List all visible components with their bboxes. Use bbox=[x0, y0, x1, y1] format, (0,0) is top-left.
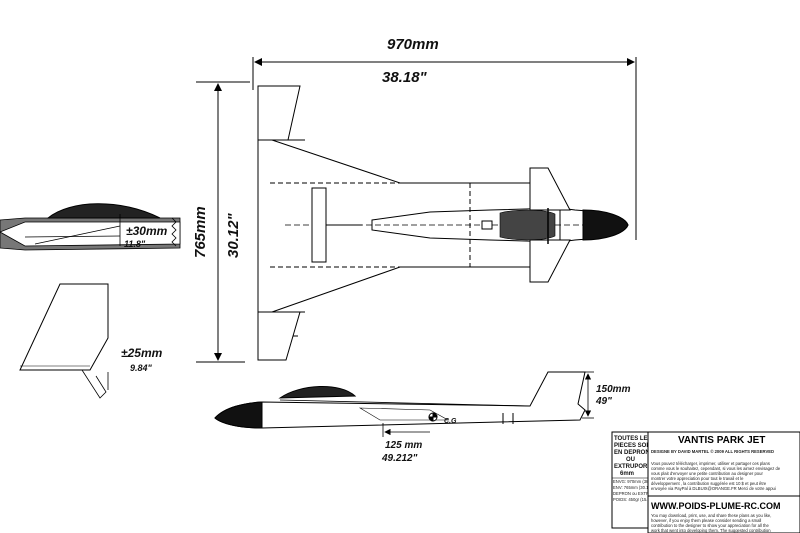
title-block: VANTIS PARK JET DESIGNE BY DAVID MARTEL … bbox=[647, 431, 800, 533]
fr-line-2: comme vous le souhaitez, cependant, si v… bbox=[651, 466, 781, 471]
note-line-2: PIECES SONT bbox=[614, 443, 655, 449]
en-line-4: work that went into developing them. The… bbox=[651, 528, 771, 533]
fin-in-label: 9.84" bbox=[130, 363, 153, 373]
top-view bbox=[257, 85, 629, 361]
designer-text: DESIGNE BY DAVID MARTEL © 2009 ALL RIGHT… bbox=[651, 449, 774, 454]
fr-line-5: développement , la contribution suggérée… bbox=[651, 481, 767, 486]
fr-line-4: montrer votre appreciation pour tout le … bbox=[651, 476, 744, 481]
spec-line-4: POIDS: 450gr (15.87 Oz) bbox=[613, 497, 661, 502]
note-line-1: TOUTES LES bbox=[614, 436, 652, 442]
title-text: VANTIS PARK JET bbox=[678, 435, 765, 446]
span-dimension: 970mm 38.18" bbox=[252, 36, 637, 240]
note-line-5: EXTRUPOR DE bbox=[614, 464, 657, 470]
spec-line-2: ENV: 765mm (30.12") bbox=[613, 485, 654, 490]
length-dimension: 765mm 30.12" bbox=[192, 81, 250, 363]
note-line-4: OU bbox=[626, 457, 635, 463]
fin-detail: ±25mm 9.84" bbox=[19, 283, 163, 399]
cg-mm-label: 125 mm bbox=[385, 440, 422, 451]
fr-line-6: envoyée via PayPal à DLBUIX@ORANGE.FR Me… bbox=[651, 486, 776, 491]
website-text: WWW.POIDS-PLUME-RC.COM bbox=[651, 501, 781, 511]
fr-line-3: vous plait d'envoyer une petite contribu… bbox=[651, 471, 763, 476]
wing-root-detail: ±30mm 11.8" bbox=[0, 203, 181, 251]
side-view: C.G 125 mm 49.212" bbox=[214, 371, 586, 464]
note-line-3: EN DEPRON bbox=[614, 450, 650, 456]
en-line-1: You may download, print, use, and share … bbox=[651, 513, 771, 518]
note-line-6: 6mm bbox=[620, 471, 634, 477]
length-in-label: 30.12" bbox=[225, 212, 242, 258]
cg-label: C.G bbox=[444, 418, 457, 425]
en-line-2: however, if you enjoy them please consid… bbox=[651, 518, 761, 523]
fr-line-1: Vous pouvez télécharger, imprimer, utili… bbox=[651, 461, 770, 466]
height-mm-label: 150mm bbox=[596, 384, 631, 395]
spec-line-1: ENVG: 970mm (38.18") bbox=[613, 479, 658, 484]
height-in-label: 49" bbox=[595, 396, 612, 407]
spec-line-3: DEPRON ou EXTRUPOR 6mm bbox=[613, 491, 672, 496]
height-dimension: 150mm 49" bbox=[582, 371, 631, 419]
en-line-3: contribution to the designer to show you… bbox=[651, 523, 769, 528]
span-in-label: 38.18" bbox=[382, 69, 428, 86]
length-mm-label: 765mm bbox=[192, 206, 209, 258]
cg-in-label: 49.212" bbox=[381, 453, 418, 464]
span-mm-label: 970mm bbox=[387, 36, 439, 53]
fin-mm-label: ±25mm bbox=[121, 346, 163, 360]
wing-root-mm-label: ±30mm bbox=[126, 224, 168, 238]
wing-root-in-label: 11.8" bbox=[124, 239, 146, 249]
note-box: TOUTES LES PIECES SONT EN DEPRON OU EXTR… bbox=[611, 431, 672, 529]
